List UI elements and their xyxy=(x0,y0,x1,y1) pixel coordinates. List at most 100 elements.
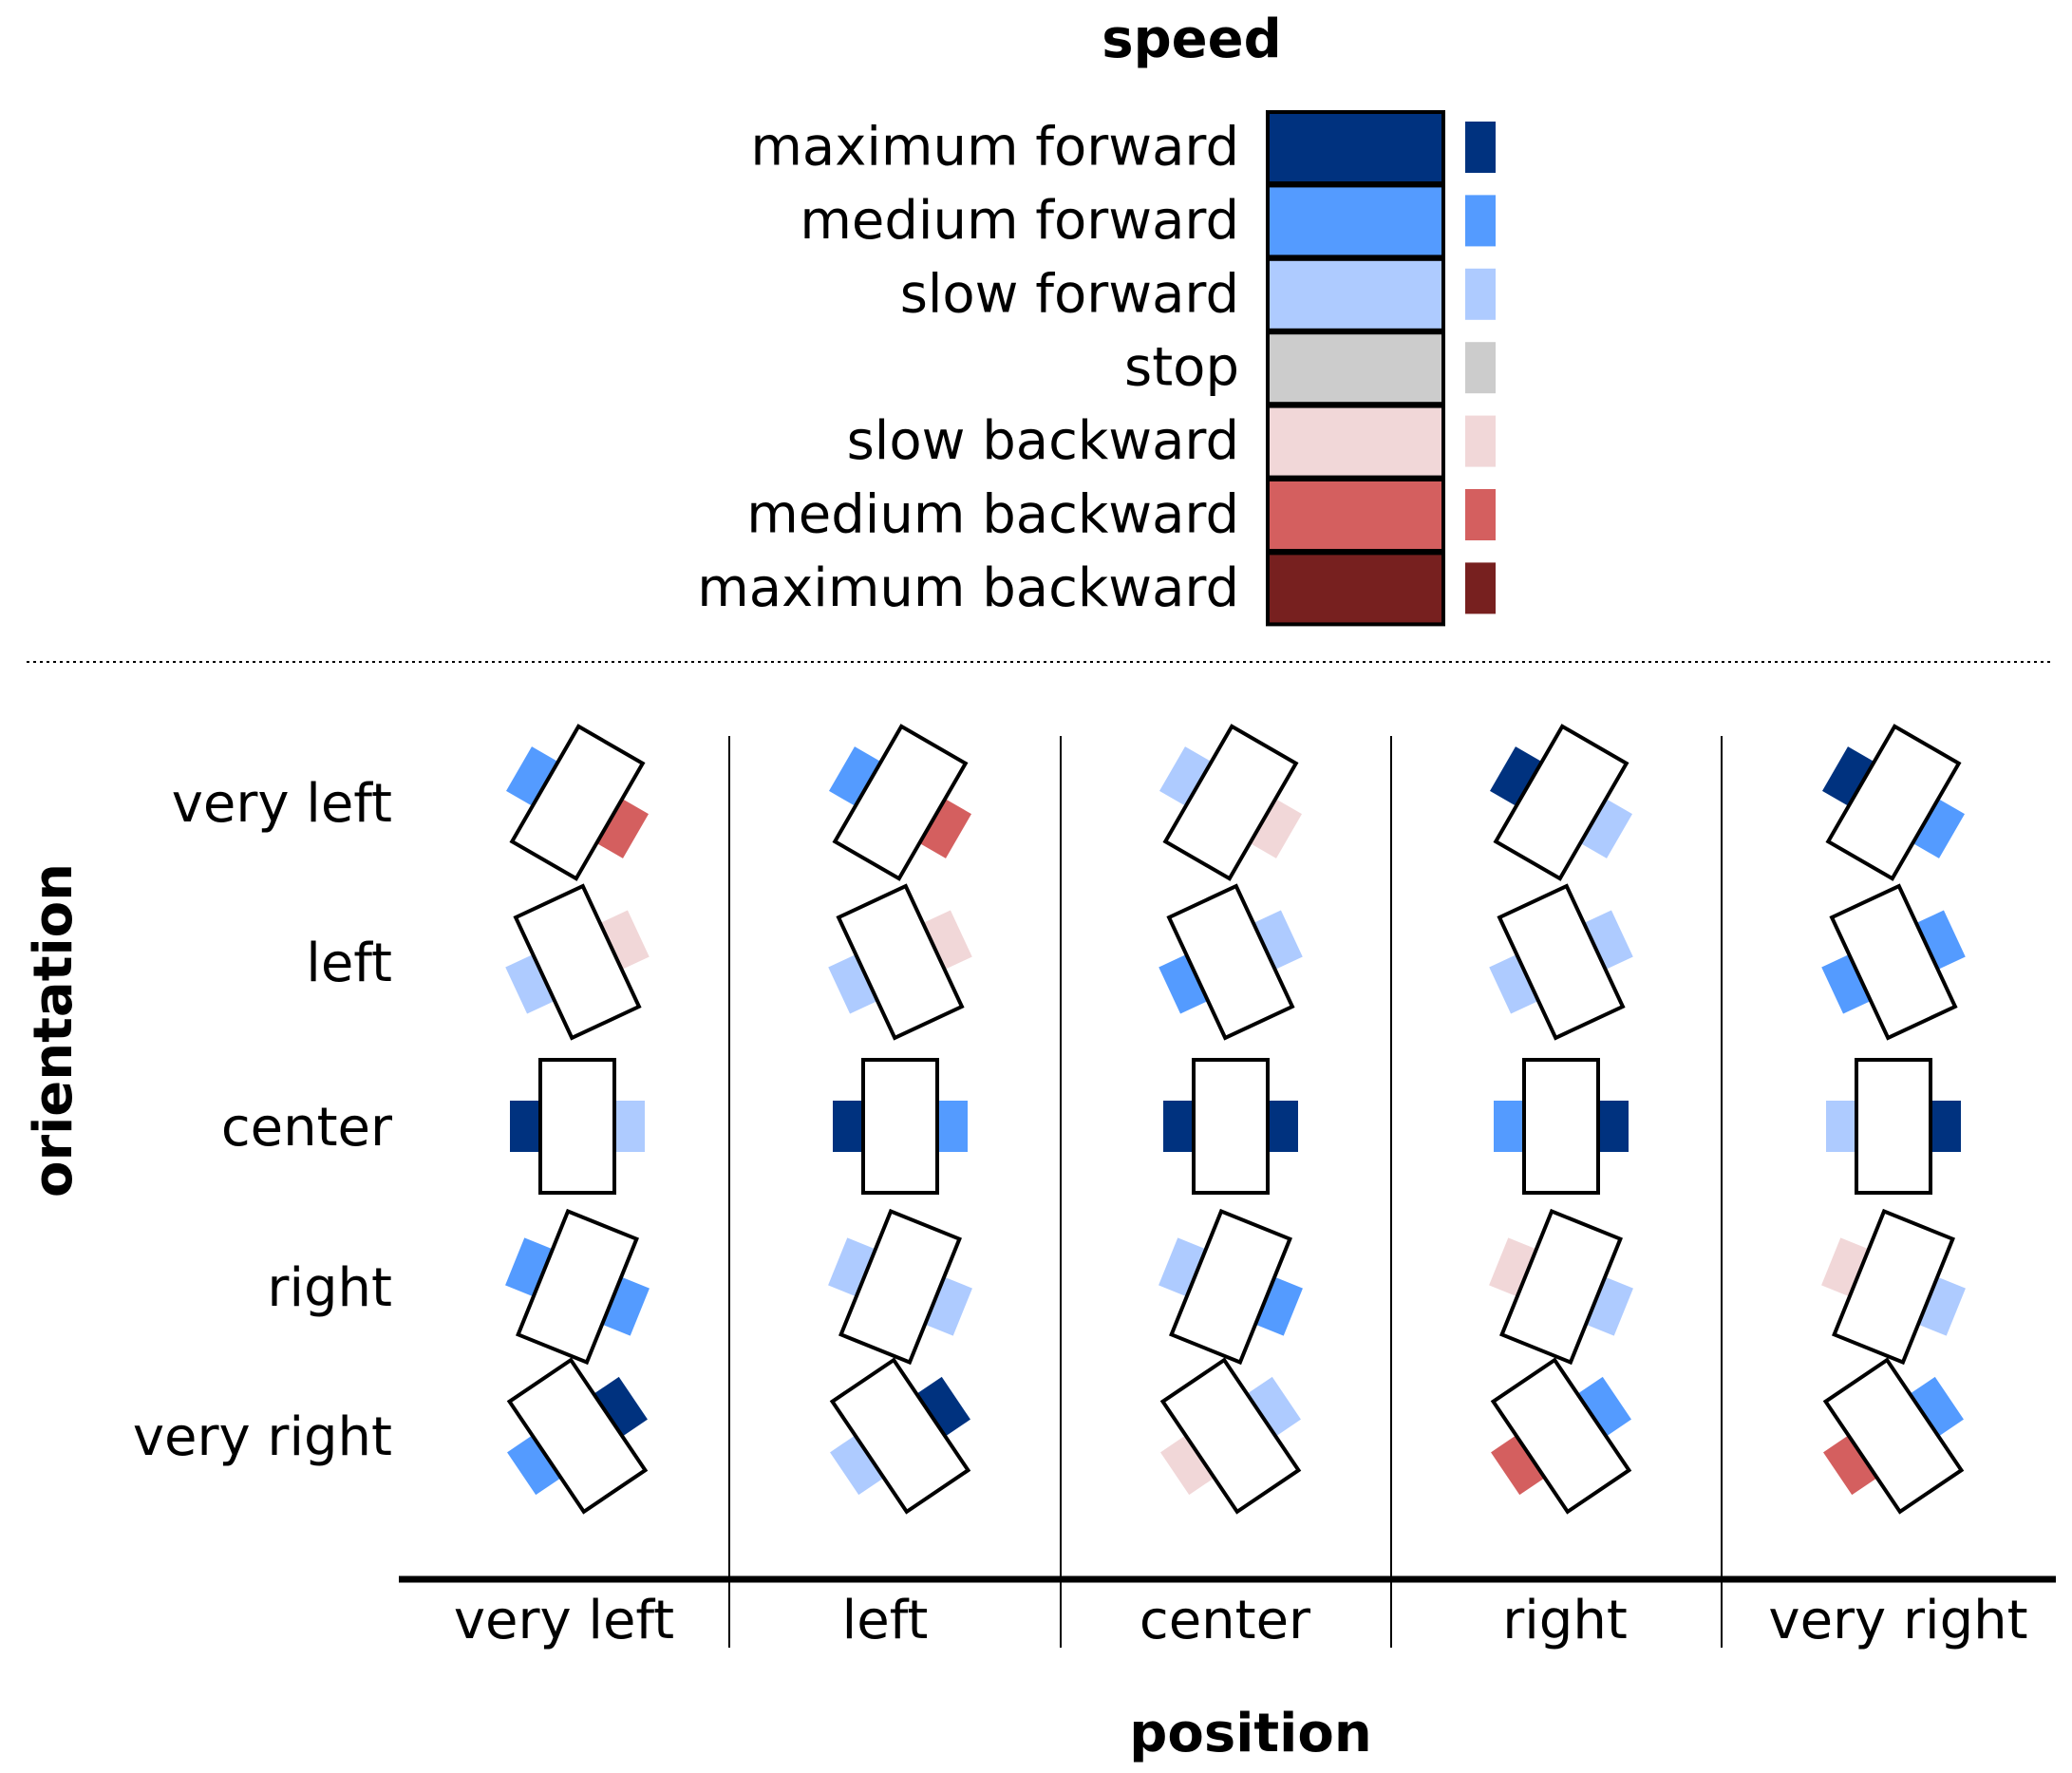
left-wheel xyxy=(830,1435,884,1496)
legend-wheel-sample xyxy=(1465,122,1496,173)
robot-body xyxy=(1497,883,1626,1041)
legend-label: slow forward xyxy=(900,263,1239,325)
right-wheel xyxy=(937,1101,968,1152)
robot xyxy=(829,724,971,881)
left-wheel xyxy=(1158,1237,1206,1297)
right-wheel xyxy=(1253,910,1303,970)
right-wheel xyxy=(1931,1101,1961,1152)
robot xyxy=(829,1357,971,1515)
robot xyxy=(506,724,649,881)
orientation-label: center xyxy=(221,1097,393,1159)
right-wheel xyxy=(1583,910,1633,970)
robot-body xyxy=(1829,883,1958,1041)
left-wheel xyxy=(1491,1435,1545,1496)
left-wheel xyxy=(1494,1101,1524,1152)
right-wheel xyxy=(1255,1276,1303,1336)
left-wheel xyxy=(505,1237,553,1297)
legend-title: speed xyxy=(1102,9,1281,70)
robot xyxy=(505,883,650,1041)
legend-label: maximum forward xyxy=(750,117,1239,179)
robot xyxy=(1822,1357,1965,1515)
left-wheel xyxy=(828,1237,876,1297)
right-wheel xyxy=(1250,799,1302,858)
legend-item-med-fwd: medium forward xyxy=(800,183,1496,259)
right-wheel xyxy=(593,1376,648,1437)
left-wheel xyxy=(833,1101,863,1152)
right-wheel xyxy=(1580,799,1632,858)
robot-body xyxy=(513,883,642,1041)
position-label: right xyxy=(1502,1590,1628,1651)
left-wheel xyxy=(1826,1101,1856,1152)
robot xyxy=(1158,883,1303,1041)
left-wheel xyxy=(829,746,881,806)
robot-body xyxy=(1499,1208,1623,1366)
legend-swatch xyxy=(1266,404,1445,480)
robot xyxy=(1821,883,1966,1041)
robot-body xyxy=(832,724,969,881)
robot xyxy=(1490,724,1632,881)
orientation-label: left xyxy=(306,933,392,994)
position-label: very left xyxy=(454,1590,674,1651)
legend-item-max-fwd: maximum forward xyxy=(750,110,1496,185)
robot-body xyxy=(861,1058,939,1195)
right-wheel xyxy=(916,1376,970,1437)
robot-body xyxy=(1522,1058,1600,1195)
robot-body xyxy=(1159,1357,1302,1515)
robot xyxy=(506,1357,649,1515)
legend-item-slow-fwd: slow forward xyxy=(900,256,1496,332)
robot xyxy=(828,883,972,1041)
y-axis-label: orientation xyxy=(23,863,85,1198)
orientation-label: very right xyxy=(133,1406,392,1468)
left-wheel xyxy=(1158,954,1209,1014)
robot xyxy=(1163,1058,1298,1195)
robot-body xyxy=(509,724,646,881)
legend-wheel-sample xyxy=(1465,562,1496,614)
legend-wheel-sample xyxy=(1465,489,1496,540)
legend-swatch xyxy=(1266,110,1445,185)
legend-swatch xyxy=(1266,330,1445,406)
position-label: very right xyxy=(1768,1590,2027,1651)
right-wheel xyxy=(599,910,650,970)
robot xyxy=(1159,724,1302,881)
right-wheel xyxy=(602,1276,650,1336)
robot xyxy=(1489,883,1633,1041)
right-wheel xyxy=(1577,1376,1631,1437)
robot-grid xyxy=(505,724,1966,1515)
robot xyxy=(1159,1357,1302,1515)
robot-body xyxy=(506,1357,649,1515)
legend-swatch xyxy=(1266,183,1445,259)
legend-item-med-bwd: medium backward xyxy=(746,478,1496,553)
right-wheel xyxy=(922,910,972,970)
legend-label: stop xyxy=(1124,337,1239,399)
legend-item-stop: stop xyxy=(1124,330,1496,406)
robot xyxy=(828,1208,972,1366)
robot-body xyxy=(1192,1058,1270,1195)
right-wheel xyxy=(596,799,649,858)
right-wheel xyxy=(1586,1276,1633,1336)
left-wheel xyxy=(1159,746,1212,806)
left-wheel xyxy=(1821,954,1872,1014)
right-wheel xyxy=(614,1101,645,1152)
orientation-label: right xyxy=(267,1257,392,1319)
right-wheel xyxy=(925,1276,972,1336)
legend-item-slow-bwd: slow backward xyxy=(847,404,1496,480)
robot xyxy=(833,1058,968,1195)
right-wheel xyxy=(919,799,971,858)
legend-wheel-sample xyxy=(1465,415,1496,467)
left-wheel xyxy=(1163,1101,1194,1152)
left-wheel xyxy=(1490,746,1542,806)
left-wheel xyxy=(1821,1237,1869,1297)
robot-body xyxy=(1855,1058,1932,1195)
left-wheel xyxy=(510,1101,540,1152)
robot-body xyxy=(538,1058,616,1195)
legend-wheel-sample xyxy=(1465,268,1496,320)
left-wheel xyxy=(1823,1435,1877,1496)
column-dividers xyxy=(728,736,1723,1648)
robot-body xyxy=(1490,1357,1632,1515)
robot-body xyxy=(1162,724,1299,881)
right-wheel xyxy=(1268,1101,1298,1152)
